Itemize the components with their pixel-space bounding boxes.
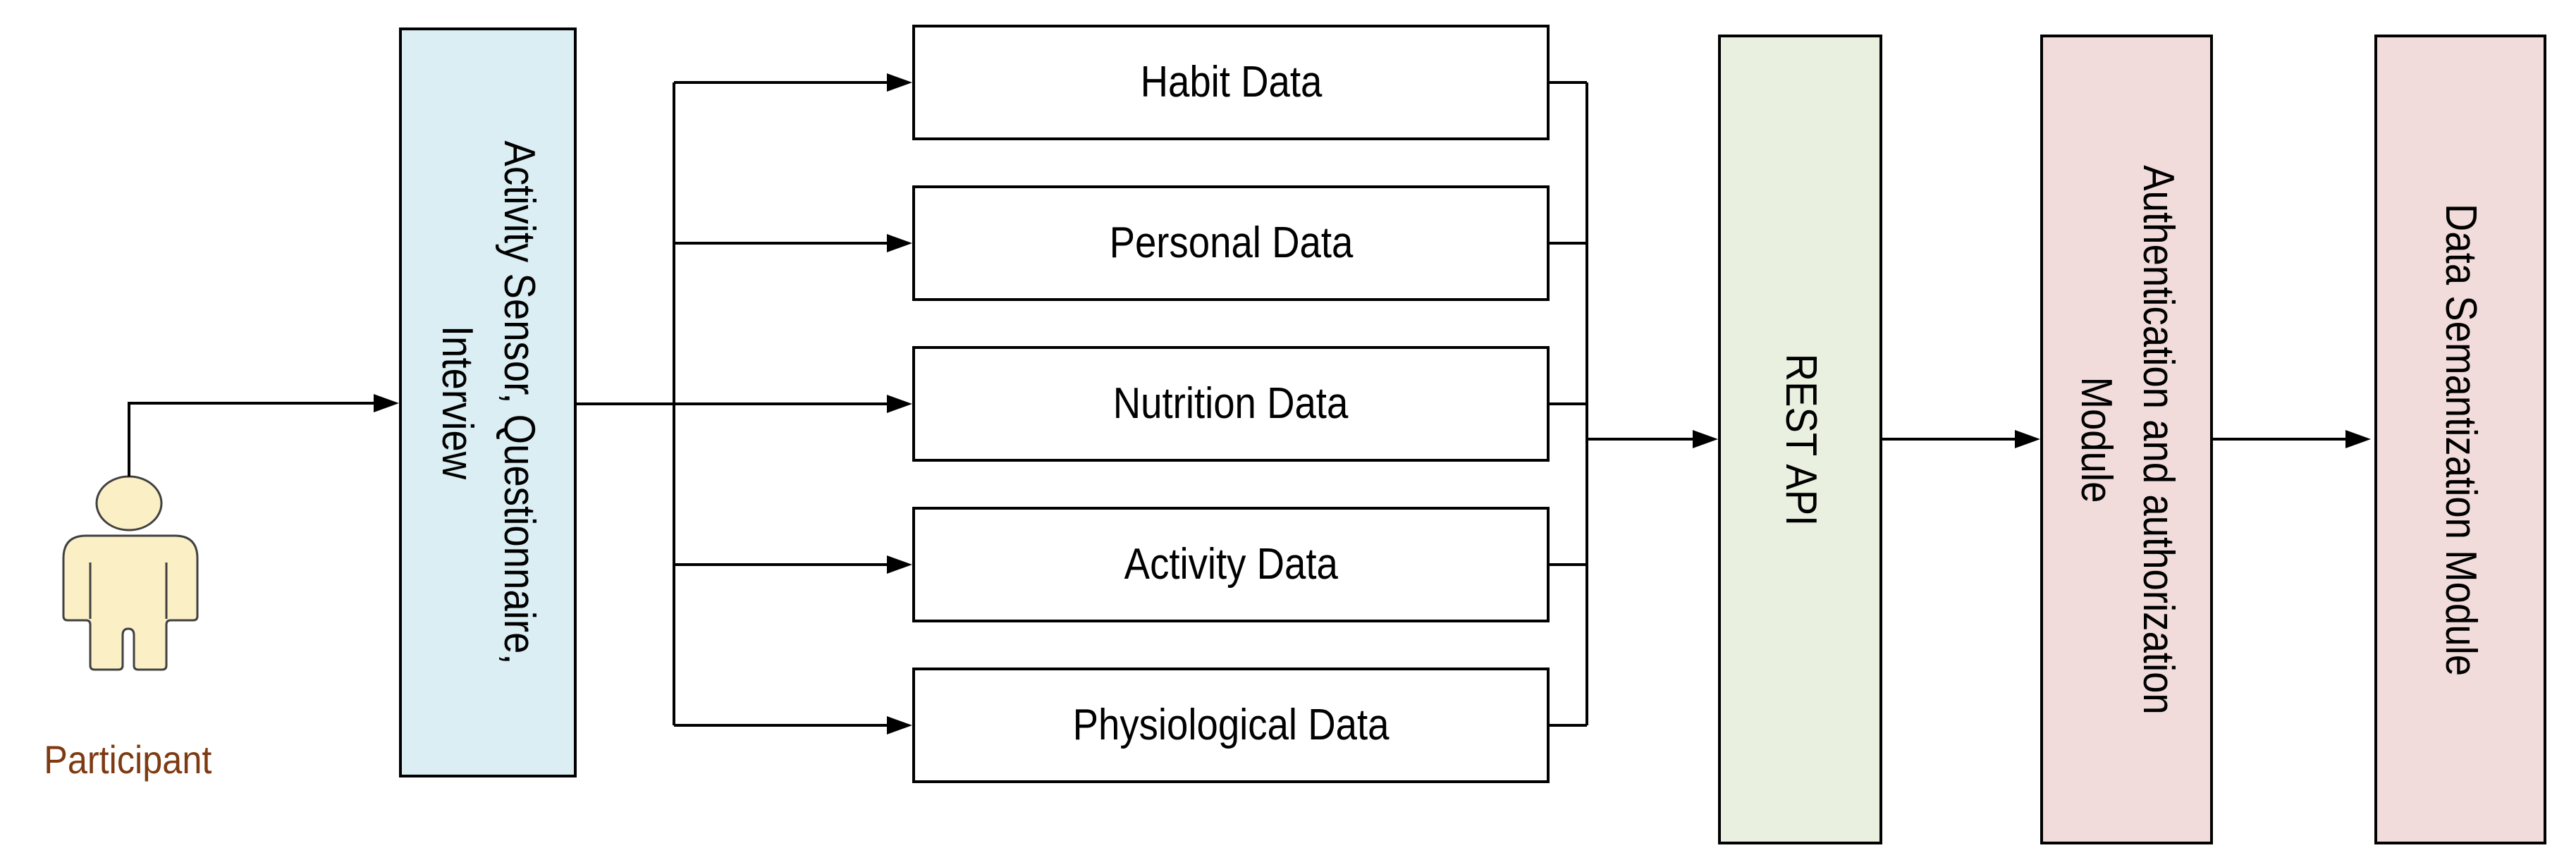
data-box-personal-label: Personal Data — [1109, 218, 1353, 267]
semantization-module-box-label: Data Semantization Module — [2436, 203, 2486, 676]
data-box-habit-label: Habit Data — [1140, 57, 1322, 106]
data-box-activity-label: Activity Data — [1124, 539, 1338, 589]
data-box-activity: Activity Data — [912, 507, 1550, 622]
source-box: Activity Sensor, Questionnaire, Intervie… — [399, 27, 577, 777]
rest-api-box-label: REST API — [1776, 353, 1825, 526]
rest-api-box: REST API — [1718, 35, 1882, 844]
data-box-nutrition: Nutrition Data — [912, 346, 1550, 462]
person-body — [62, 534, 199, 671]
source-box-label: Activity Sensor, Questionnaire, Intervie… — [433, 140, 544, 665]
arrow-rest-api-to-auth — [1882, 430, 2040, 448]
data-box-personal: Personal Data — [912, 185, 1550, 301]
data-box-physiological-label: Physiological Data — [1072, 700, 1390, 749]
collector-connectors — [1550, 81, 1588, 727]
auth-module-box: Authentication and authorization Module — [2040, 35, 2213, 844]
participant-label: Participant — [43, 737, 212, 782]
semantization-module-box: Data Semantization Module — [2374, 35, 2546, 844]
arrow-auth-to-semantization — [2213, 430, 2371, 448]
person-head — [95, 475, 163, 531]
branch-connectors — [577, 73, 912, 734]
arrow-participant-to-source — [128, 394, 399, 476]
data-box-habit: Habit Data — [912, 25, 1550, 140]
participant-icon — [62, 475, 199, 671]
data-box-physiological: Physiological Data — [912, 668, 1550, 783]
auth-module-box-label: Authentication and authorization Module — [2071, 164, 2183, 715]
data-box-nutrition-label: Nutrition Data — [1113, 379, 1349, 428]
arrow-collector-to-rest-api — [1587, 430, 1718, 448]
